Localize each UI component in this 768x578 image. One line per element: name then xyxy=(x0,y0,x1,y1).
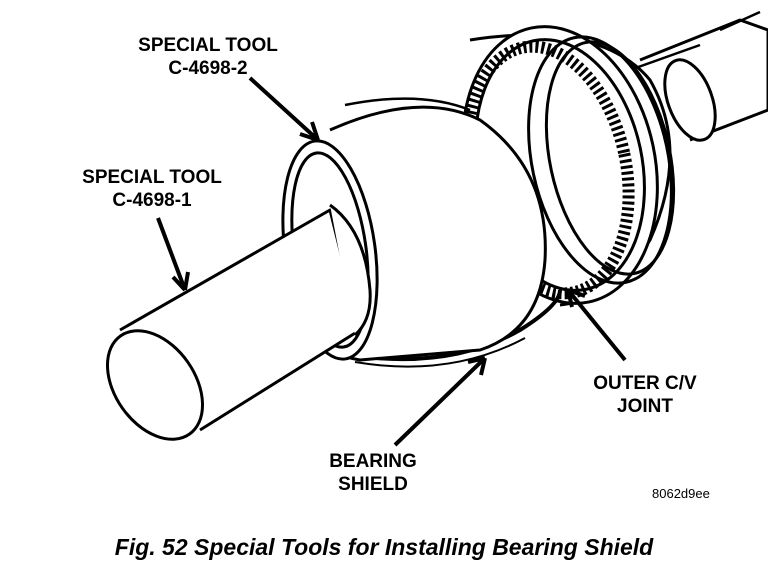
label-line: OUTER C/V xyxy=(593,373,697,394)
arrow-tool2 xyxy=(248,76,320,142)
tone-ring-teeth xyxy=(461,40,635,300)
label-line: C-4698-1 xyxy=(112,190,192,211)
arrow-tool1 xyxy=(156,217,187,291)
leader-arrows xyxy=(156,76,627,447)
label-line: SHIELD xyxy=(338,474,408,495)
label-special-tool-c-4698-1: SPECIAL TOOL C-4698-1 xyxy=(62,166,242,212)
label-line: C-4698-2 xyxy=(168,58,248,79)
arrow-tool2-head xyxy=(299,121,320,142)
arrow-cv-head xyxy=(566,288,586,308)
special-tool-c-4698-1 xyxy=(105,203,372,441)
axle-shaft xyxy=(629,10,768,142)
arrow-tool1-head xyxy=(171,271,190,292)
label-bearing-shield: BEARING SHIELD xyxy=(298,450,448,496)
label-line: BEARING xyxy=(329,451,417,472)
arrow-cv xyxy=(566,288,627,362)
reference-code: 8062d9ee xyxy=(652,486,710,501)
label-line: SPECIAL TOOL xyxy=(138,35,278,56)
label-line: SPECIAL TOOL xyxy=(82,167,222,188)
label-outer-cv-joint: OUTER C/V JOINT xyxy=(565,372,725,418)
label-special-tool-c-4698-2: SPECIAL TOOL C-4698-2 xyxy=(118,34,298,80)
label-line: JOINT xyxy=(617,396,673,417)
arrow-shield xyxy=(393,356,487,447)
arrow-shield-head xyxy=(467,356,487,376)
figure-caption: Fig. 52 Special Tools for Installing Bea… xyxy=(114,534,654,560)
